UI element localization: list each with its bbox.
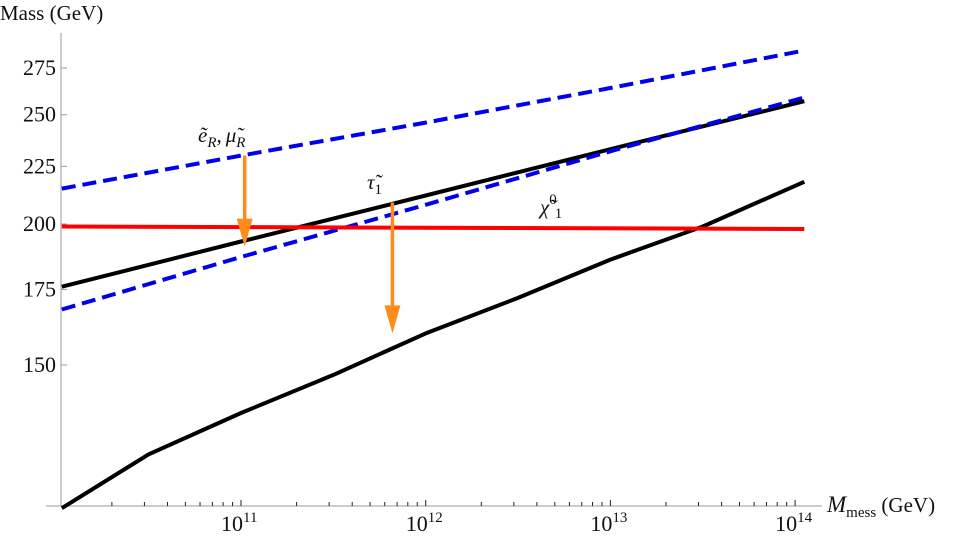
y-tick-label: 225 [23, 153, 56, 178]
y-axis-title: Mass (GeV) [0, 1, 103, 25]
y-tick-label: 200 [23, 211, 56, 236]
series-group [60, 48, 806, 510]
series-line-2 [61, 95, 805, 312]
svg-text:Mmess (GeV): Mmess (GeV) [826, 492, 935, 521]
y-tick-label: 275 [23, 55, 56, 80]
annotation-label: ẽR,μ̃R [198, 123, 245, 151]
x-axis-title: Mmess (GeV) [826, 492, 935, 521]
series-line-0 [61, 48, 805, 191]
annotation-label: τ̃1 [367, 170, 384, 198]
axes: 150 175 200 225 250 275 1011 1012 1013 1014 [23, 33, 822, 536]
x-tick-label: 1012 [406, 510, 443, 536]
arrows-group [236, 155, 401, 334]
x-tick-label: 1011 [221, 510, 257, 536]
arrow-head-icon [236, 218, 253, 247]
series-line-3 [60, 179, 806, 510]
x-tick-label: 1013 [590, 510, 627, 536]
y-tick-label: 150 [23, 352, 56, 377]
series-line-4 [61, 224, 805, 231]
y-tick-label: 250 [23, 102, 56, 127]
y-tick-label: 175 [23, 276, 56, 301]
arrow-head-icon [384, 305, 401, 334]
x-tick-label: 1014 [775, 510, 813, 536]
